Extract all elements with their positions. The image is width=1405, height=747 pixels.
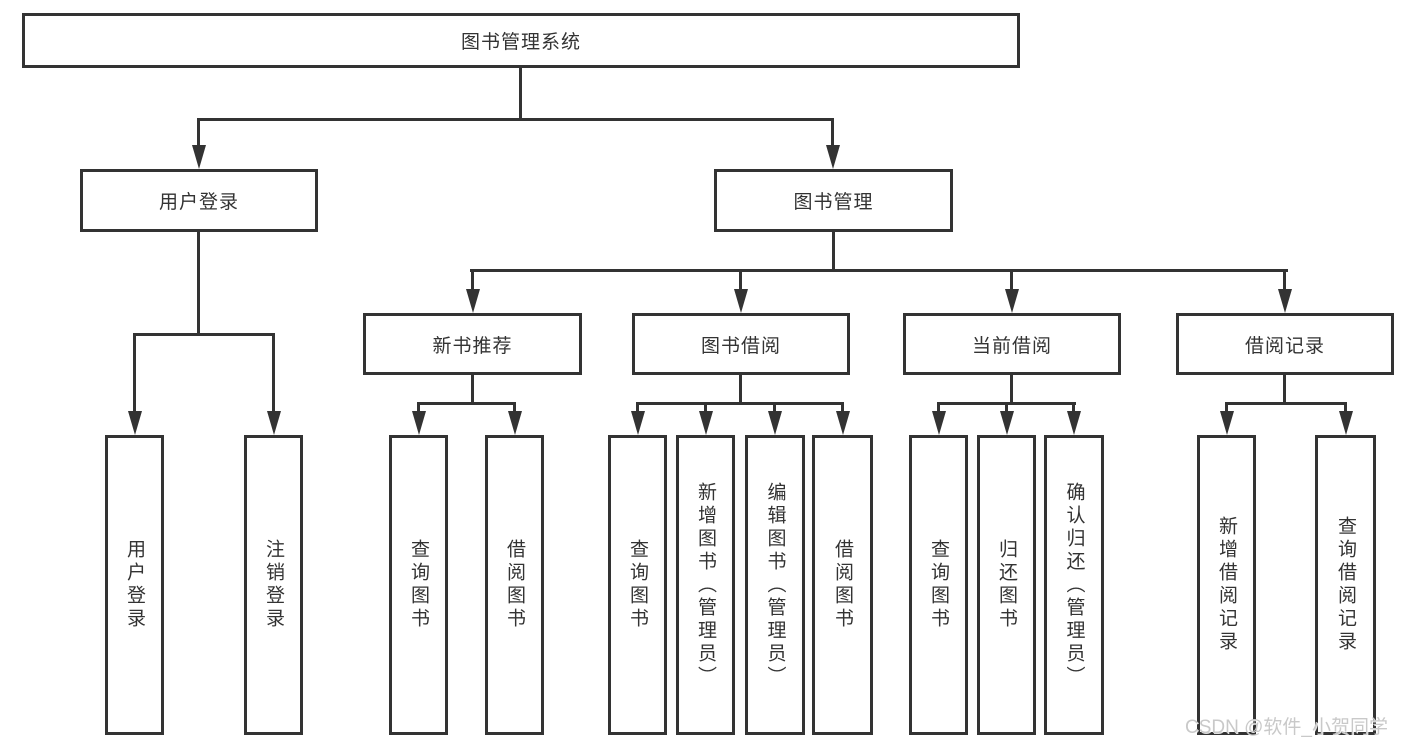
arrow-down-icon <box>734 289 748 313</box>
connector-stub <box>1005 405 1008 413</box>
connector-borrow-records-drop <box>1283 375 1286 404</box>
leaf-records-query-record: 查询借阅记录 <box>1315 435 1376 735</box>
connector-book-mgmt-rail <box>470 269 1288 272</box>
node-label: 当前借阅 <box>971 335 1052 357</box>
connector-stub-borrow-records <box>1283 272 1286 291</box>
leaf-label: 新增借阅记录 <box>1216 516 1237 654</box>
connector-current-borrow-rail <box>937 402 1076 405</box>
arrow-down-icon <box>192 145 206 169</box>
connector-stub-leaf-logout <box>272 336 275 413</box>
leaf-label: 归还图书 <box>996 539 1017 631</box>
arrow-down-icon <box>836 411 850 435</box>
connector-stub <box>937 405 940 413</box>
arrow-down-icon <box>631 411 645 435</box>
connector-book-mgmt-drop <box>832 232 835 272</box>
leaf-label: 查询借阅记录 <box>1335 516 1356 654</box>
connector-stub <box>417 405 420 413</box>
leaf-label: 借阅图书 <box>832 539 853 631</box>
connector-stub <box>773 405 776 413</box>
arrow-down-icon <box>826 145 840 169</box>
leaf-newbooks-borrow-books: 借阅图书 <box>485 435 544 735</box>
connector-stub <box>841 405 844 413</box>
leaf-logout: 注销登录 <box>244 435 303 735</box>
leaf-borrowing-edit-books-admin: 编辑图书（管理员） <box>745 435 805 735</box>
connector-stub <box>636 405 639 413</box>
leaf-user-login: 用户登录 <box>105 435 164 735</box>
leaf-label: 用户登录 <box>124 539 145 631</box>
arrow-down-icon <box>466 289 480 313</box>
connector-current-borrow-drop <box>1010 375 1013 404</box>
leaf-label: 查询图书 <box>627 539 648 631</box>
leaf-borrowing-borrow-books: 借阅图书 <box>812 435 873 735</box>
connector-stub <box>704 405 707 413</box>
connector-user-login-rail <box>133 333 275 336</box>
leaf-records-add-record: 新增借阅记录 <box>1197 435 1256 735</box>
connector-new-books-rail <box>417 402 516 405</box>
connector-stub <box>1225 405 1228 413</box>
arrow-down-icon <box>1067 411 1081 435</box>
arrow-down-icon <box>932 411 946 435</box>
connector-root-rail <box>197 118 834 121</box>
node-label: 图书管理 <box>793 192 874 213</box>
arrow-down-icon <box>699 411 713 435</box>
leaf-newbooks-query-books: 查询图书 <box>389 435 448 735</box>
leaf-current-query-books: 查询图书 <box>909 435 968 735</box>
node-borrowing-records: 借阅记录 <box>1176 313 1394 375</box>
connector-stub-leaf-user-login <box>133 336 136 413</box>
node-label: 图书管理系统 <box>460 32 581 53</box>
leaf-borrowing-query-books: 查询图书 <box>608 435 667 735</box>
arrow-down-icon <box>1220 411 1234 435</box>
connector-root-drop <box>519 68 522 120</box>
node-current-borrowing: 当前借阅 <box>903 313 1121 375</box>
leaf-label: 注销登录 <box>263 539 284 631</box>
node-label: 图书借阅 <box>700 335 781 357</box>
arrow-down-icon <box>128 411 142 435</box>
arrow-down-icon <box>412 411 426 435</box>
arrow-down-icon <box>768 411 782 435</box>
leaf-borrowing-add-books-admin: 新增图书（管理员） <box>676 435 735 735</box>
node-book-management: 图书管理 <box>714 169 953 232</box>
connector-stub-user-login <box>197 121 200 147</box>
node-label: 借阅记录 <box>1244 335 1325 357</box>
leaf-label: 编辑图书（管理员） <box>764 481 786 689</box>
leaf-current-confirm-return-admin: 确认归还（管理员） <box>1044 435 1104 735</box>
node-label: 新书推荐 <box>432 335 513 357</box>
arrow-down-icon <box>1278 289 1292 313</box>
arrow-down-icon <box>1005 289 1019 313</box>
node-new-book-recommend: 新书推荐 <box>363 313 582 375</box>
connector-stub <box>1344 405 1347 413</box>
node-library-management-system: 图书管理系统 <box>22 13 1020 68</box>
connector-book-borrow-drop <box>739 375 742 404</box>
connector-stub <box>513 405 516 413</box>
csdn-watermark: CSDN @软件_小贺同学 <box>1185 717 1388 738</box>
leaf-label: 借阅图书 <box>504 539 525 631</box>
node-user-login: 用户登录 <box>80 169 318 232</box>
node-label: 用户登录 <box>158 192 239 213</box>
connector-new-books-drop <box>471 375 474 404</box>
connector-stub-book-borrow <box>739 272 742 291</box>
leaf-label: 查询图书 <box>928 539 949 631</box>
leaf-label: 查询图书 <box>408 539 429 631</box>
leaf-label: 新增图书（管理员） <box>695 481 716 689</box>
connector-stub-book-mgmt <box>831 121 834 147</box>
arrow-down-icon <box>508 411 522 435</box>
connector-stub-current-borrow <box>1010 272 1013 291</box>
connector-user-login-drop <box>197 232 200 336</box>
leaf-label: 确认归还（管理员） <box>1063 481 1085 689</box>
node-book-borrowing: 图书借阅 <box>632 313 850 375</box>
connector-stub <box>1072 405 1075 413</box>
connector-stub-new-books <box>471 272 474 291</box>
arrow-down-icon <box>267 411 281 435</box>
leaf-current-return-books: 归还图书 <box>977 435 1036 735</box>
connector-borrow-records-rail <box>1225 402 1347 405</box>
connector-book-borrow-rail <box>636 402 844 405</box>
arrow-down-icon <box>1000 411 1014 435</box>
arrow-down-icon <box>1339 411 1353 435</box>
